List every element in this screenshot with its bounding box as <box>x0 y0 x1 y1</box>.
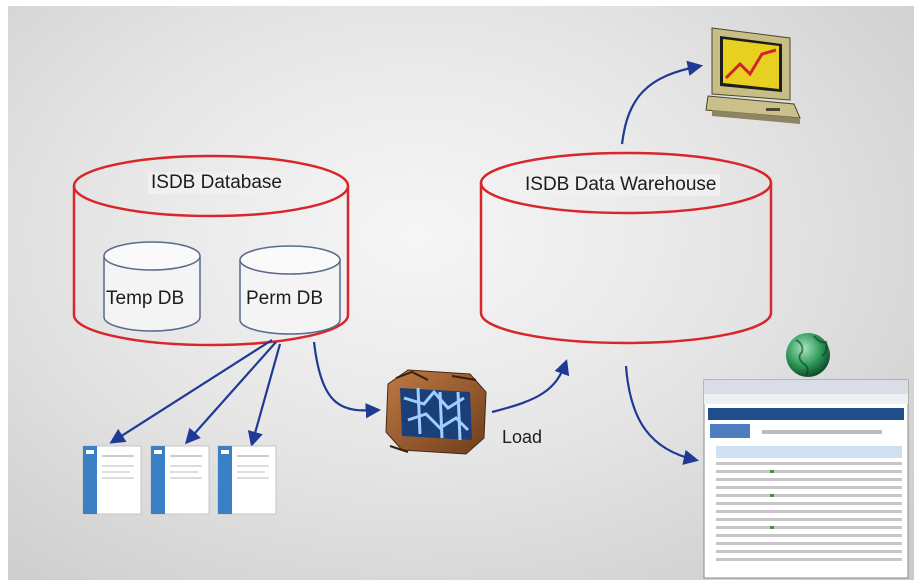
arrow-perm-to-doc2 <box>187 342 276 442</box>
arrow-perm-to-doc3 <box>252 344 280 444</box>
transform-cube-icon <box>386 370 486 454</box>
temp-db-label: Temp DB <box>106 288 184 310</box>
arrow-perm-to-doc1 <box>112 340 272 442</box>
arrow-perm-to-transform <box>314 342 378 410</box>
document-icon <box>151 446 209 514</box>
monitor-chart-icon <box>706 28 800 124</box>
arrow-warehouse-to-monitor <box>622 66 700 144</box>
isdb-data-warehouse-label: ISDB Data Warehouse <box>522 174 720 196</box>
temp-db-cylinder <box>104 242 200 331</box>
perm-db-label: Perm DB <box>246 288 323 310</box>
report-screenshot-icon <box>704 380 908 578</box>
isdb-database-label: ISDB Database <box>148 172 285 194</box>
globe-icon <box>786 333 830 377</box>
arrow-transform-to-warehouse <box>492 362 566 412</box>
load-label: Load <box>502 427 542 448</box>
document-icon <box>218 446 276 514</box>
document-icon <box>83 446 141 514</box>
arrow-warehouse-to-report <box>626 366 696 460</box>
